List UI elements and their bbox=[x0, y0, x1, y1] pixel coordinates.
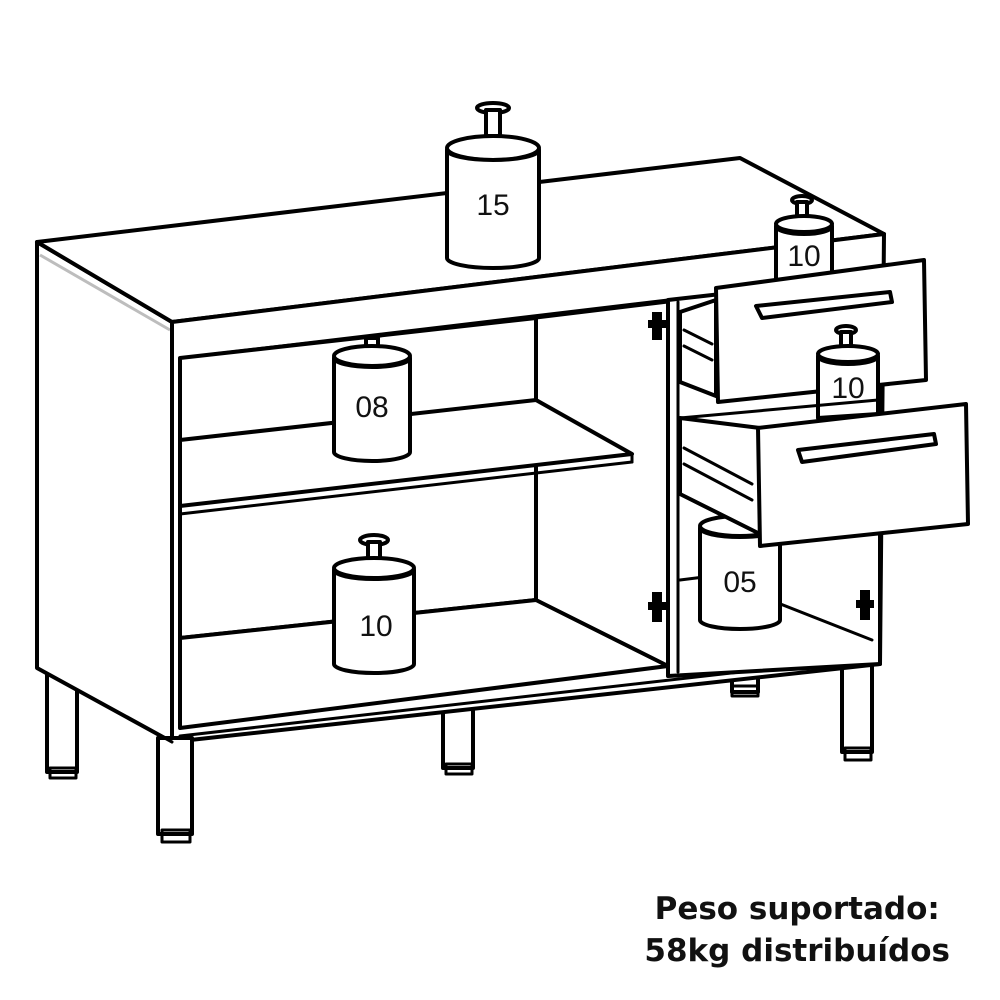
weight-10-top-right: 10 bbox=[774, 194, 834, 282]
svg-text:08: 08 bbox=[355, 391, 388, 424]
weight-08: 08 bbox=[332, 336, 412, 463]
cabinet-side-panel bbox=[35, 240, 174, 744]
svg-text:10: 10 bbox=[359, 610, 392, 643]
leg-front-left bbox=[156, 736, 194, 844]
svg-text:10: 10 bbox=[787, 240, 820, 273]
hinge-upper-left bbox=[648, 312, 666, 340]
caption-line-1: Peso suportado: bbox=[654, 891, 940, 927]
weight-15: 15 bbox=[445, 101, 541, 270]
svg-text:15: 15 bbox=[476, 189, 509, 222]
svg-text:05: 05 bbox=[723, 566, 756, 599]
hinge-lower-right bbox=[856, 590, 874, 620]
drawer-bottom bbox=[678, 398, 970, 548]
hinge-lower-left bbox=[648, 592, 666, 622]
weight-10-bottom: 10 bbox=[332, 533, 416, 675]
leg-back-middle bbox=[441, 706, 475, 776]
load-capacity-caption: Peso suportado: 58kg distribuídos bbox=[644, 888, 950, 972]
caption-line-2: 58kg distribuídos bbox=[644, 933, 950, 969]
leg-front-right bbox=[840, 658, 874, 762]
svg-text:10: 10 bbox=[831, 372, 864, 405]
